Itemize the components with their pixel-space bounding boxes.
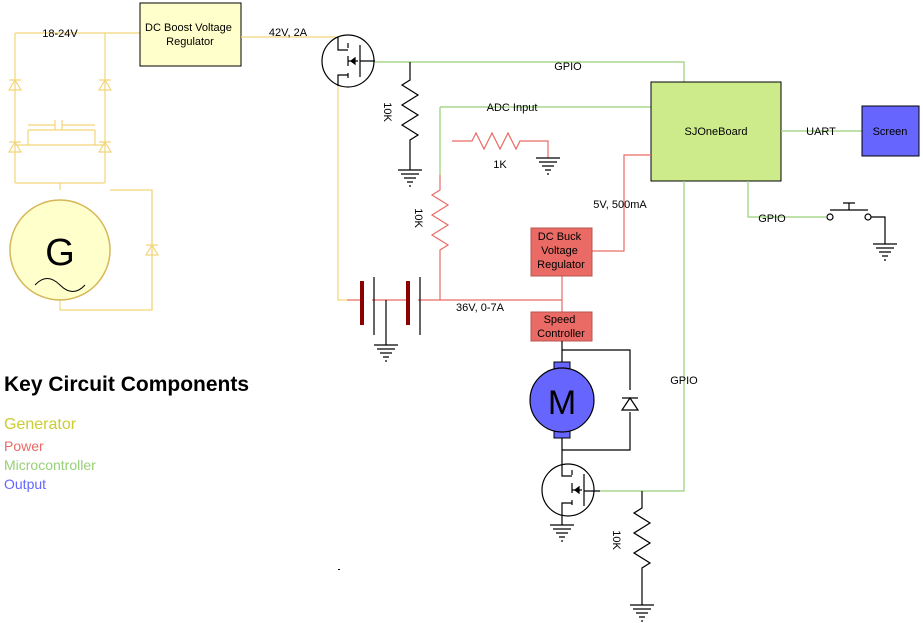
bottom-mosfet [541, 462, 600, 542]
legend-power: Power [4, 438, 44, 454]
motor [529, 367, 595, 433]
buck-regulator-label: DC Buck Voltage Regulator [537, 231, 585, 271]
resistor-10k-top-label: 10K [381, 102, 393, 122]
buck-supply-label: 5V, 500mA [593, 199, 647, 211]
buck-supply-wire [592, 154, 651, 252]
adc-input-label: ADC Input [487, 102, 538, 114]
resistor-10k-top [398, 62, 422, 187]
generator-symbol: G [45, 232, 75, 274]
gpio-top-wire [375, 61, 685, 82]
push-button [826, 202, 897, 261]
resistor-1k [452, 131, 549, 158]
generator: G [9, 199, 111, 301]
gpio-button-wire [747, 181, 826, 218]
motor-symbol: M [548, 384, 576, 422]
resistor-10k-bottom-label: 10K [610, 530, 622, 550]
speed-controller [530, 311, 593, 342]
resistor-10k-divider-label: 10K [412, 208, 424, 228]
resistor-1k-label: 1K [493, 159, 507, 171]
legend-microcontroller: Microcontroller [4, 457, 96, 473]
battery-label: 36V, 0-7A [456, 302, 505, 314]
screen [861, 105, 920, 157]
boost-regulator [139, 2, 242, 67]
buck-regulator [530, 227, 593, 277]
gpio-top-label: GPIO [554, 61, 582, 73]
screen-label: Screen [873, 126, 908, 138]
adc-input-wire [439, 106, 651, 175]
gpio-mosfet-wire [600, 181, 685, 492]
mcu-label: SJOneBoard [685, 126, 748, 138]
legend-title: Key Circuit Components [4, 373, 250, 396]
boost-output-label: 42V, 2A [269, 27, 308, 39]
diode-d1 [7, 78, 160, 256]
top-mosfet [321, 34, 375, 88]
motor-circuit [561, 341, 640, 462]
resistor-10k-divider [430, 175, 450, 300]
gpio-button-label: GPIO [758, 213, 786, 225]
mcu-board [650, 81, 782, 182]
input-voltage-label: 18-24V [42, 28, 78, 40]
rectifier-bridge [14, 32, 153, 311]
speed-controller-label: Speed Controller [537, 314, 585, 340]
legend-output: Output [4, 476, 47, 492]
boost-regulator-label: DC Boost Voltage Regulator [145, 22, 235, 48]
resistor-10k-bottom [630, 491, 654, 622]
battery [347, 277, 423, 362]
legend-generator: Generator [4, 416, 77, 433]
gpio-mosfet-label: GPIO [670, 375, 698, 387]
uart-label: UART [806, 126, 836, 138]
